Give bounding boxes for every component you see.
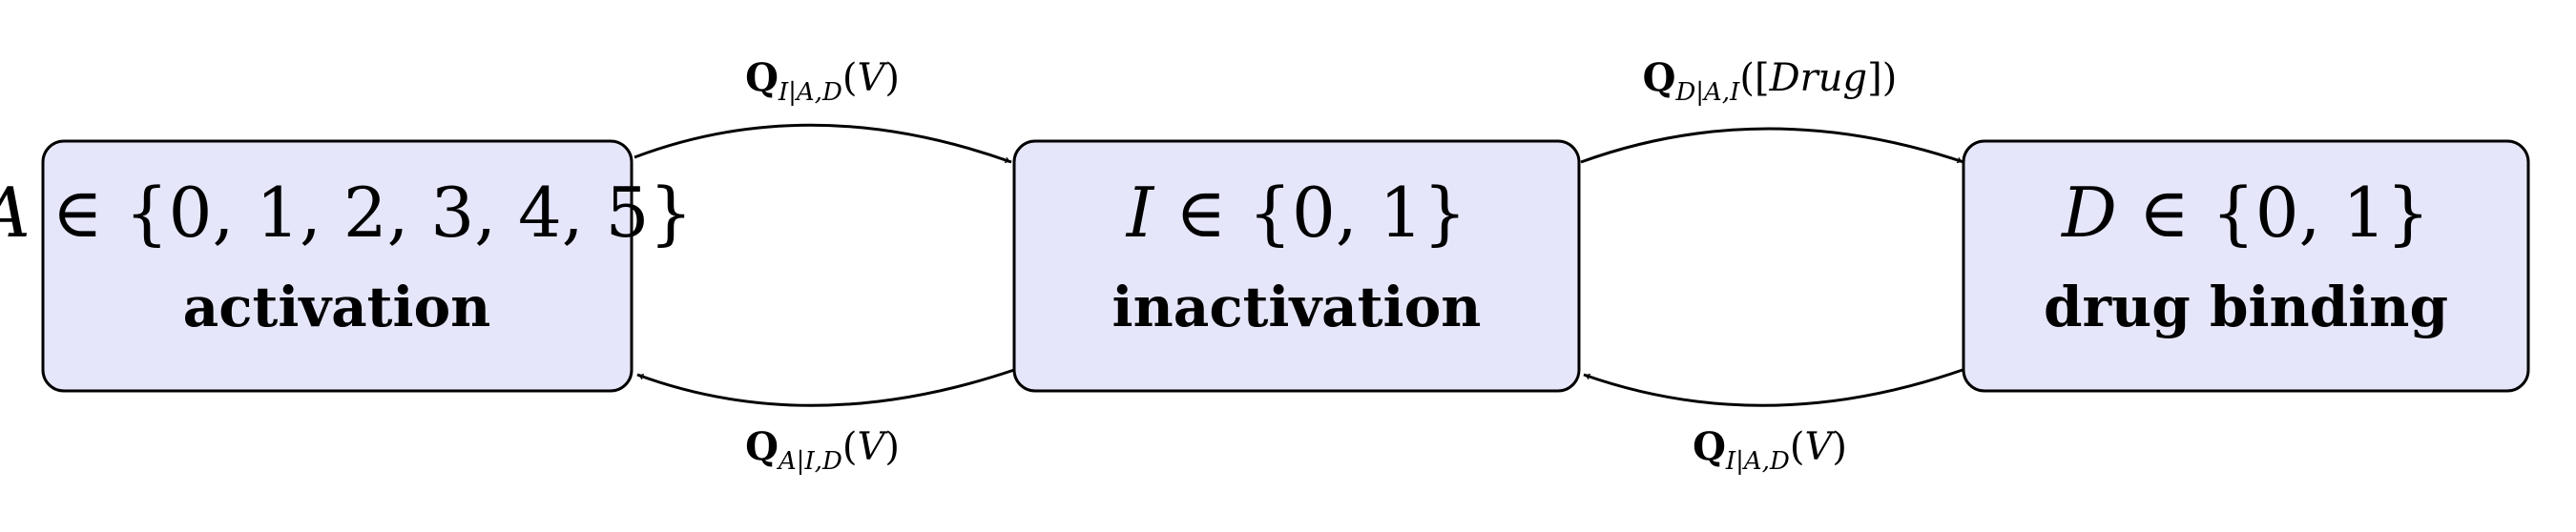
rate-label-inactivation-to-drug: QD|A,I([Drug]) [1643, 55, 1898, 107]
rate-label-activation-to-inactivation: QI|A,D(V) [745, 55, 900, 107]
node-activation: A ∈ {0, 1, 2, 3, 4, 5} activation [0, 139, 693, 393]
arrow-inactivation-to-activation [636, 368, 1015, 407]
arrow-activation-to-inactivation [634, 123, 1012, 164]
node-drug-binding: D ∈ {0, 1} drug binding [1962, 139, 2530, 393]
activation-label: activation [183, 275, 491, 339]
arrow-drug-to-inactivation [1583, 368, 1963, 407]
rate-label-inactivation-to-activation: QA|I,D(V) [745, 424, 900, 476]
rate-label-drug-to-inactivation: QI|A,D(V) [1693, 424, 1847, 476]
inactivation-label: inactivation [1112, 275, 1482, 339]
drug-binding-state-set: D ∈ {0, 1} [2060, 173, 2430, 253]
arrow-inactivation-to-drug [1580, 127, 1964, 164]
drug-binding-label: drug binding [2044, 275, 2448, 339]
activation-state-set: A ∈ {0, 1, 2, 3, 4, 5} [0, 173, 693, 253]
node-inactivation: I ∈ {0, 1} inactivation [1012, 139, 1581, 393]
inactivation-state-set: I ∈ {0, 1} [1125, 173, 1467, 253]
